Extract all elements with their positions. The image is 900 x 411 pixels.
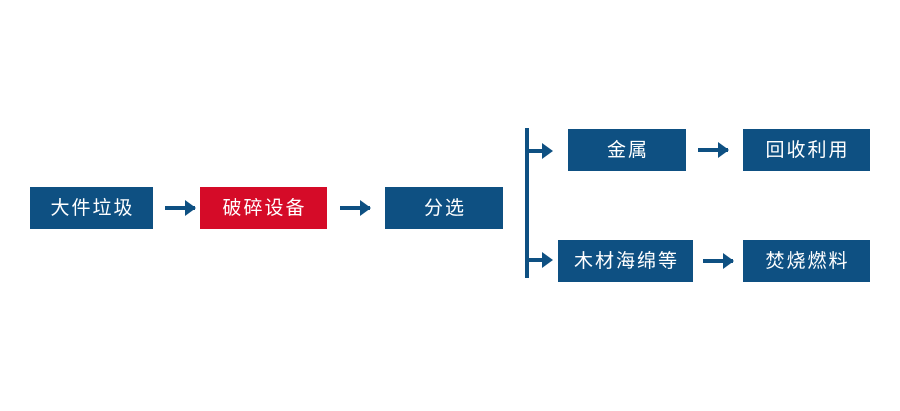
branch-stub-top: [525, 149, 543, 153]
arrow-head-icon: [185, 200, 196, 216]
branch-stub-bottom-arrow-head-icon: [542, 252, 553, 268]
branch-stub-bottom: [525, 258, 543, 262]
arrow-input-to-crusher: [165, 197, 196, 219]
arrow-shaft: [340, 206, 370, 210]
arrow-crusher-to-sorting: [340, 197, 371, 219]
node-recycling-reuse[interactable]: 回收利用: [743, 129, 870, 171]
arrow-head-icon: [360, 200, 371, 216]
branch-stub-top-arrow-head-icon: [542, 143, 553, 159]
node-crushing-equipment[interactable]: 破碎设备: [200, 187, 327, 229]
arrow-wood-to-fuel: [703, 250, 734, 272]
arrow-metal-to-recycling: [698, 139, 729, 161]
arrow-head-icon: [723, 253, 734, 269]
arrow-shaft: [703, 259, 733, 263]
branch-spine-connector: [525, 128, 529, 278]
node-input-bulky-waste[interactable]: 大件垃圾: [30, 187, 153, 229]
arrow-shaft: [698, 148, 728, 152]
node-metal[interactable]: 金属: [568, 129, 686, 171]
node-wood-sponge-etc[interactable]: 木材海绵等: [558, 240, 693, 282]
arrow-shaft: [165, 206, 195, 210]
node-incineration-fuel[interactable]: 焚烧燃料: [743, 240, 870, 282]
arrow-head-icon: [718, 142, 729, 158]
node-sorting[interactable]: 分选: [385, 187, 503, 229]
